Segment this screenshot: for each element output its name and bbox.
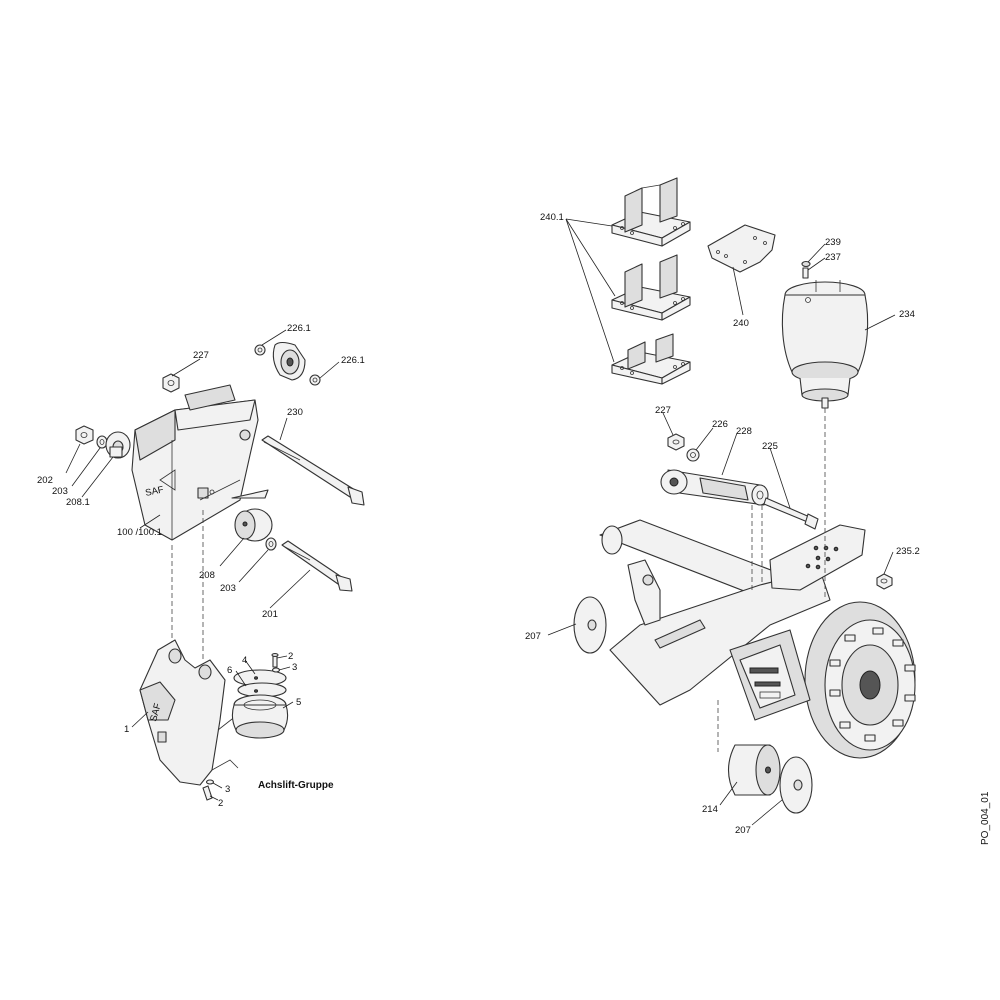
part-226-washer bbox=[686, 448, 700, 462]
part-100-hanger-bracket bbox=[131, 384, 259, 541]
part-208-1-eccentric-washer bbox=[105, 431, 131, 459]
callout-226-1-top: 226.1 bbox=[287, 323, 311, 334]
callout-235-2: 235.2 bbox=[896, 546, 920, 557]
leaders-right bbox=[547, 218, 896, 826]
callout-2-bottom: 2 bbox=[218, 798, 223, 809]
part-225-bolt bbox=[763, 497, 819, 530]
callout-100-100-1: 100 /100.1 bbox=[117, 527, 162, 538]
callout-240: 240 bbox=[733, 318, 749, 329]
part-axle-arm-assembly bbox=[599, 519, 916, 759]
part-235-2-nut bbox=[876, 573, 893, 590]
part-201-bolt bbox=[281, 540, 353, 592]
callout-208: 208 bbox=[199, 570, 215, 581]
callout-201: 201 bbox=[262, 609, 278, 620]
callout-203-top: 203 bbox=[52, 486, 68, 497]
callout-202: 202 bbox=[37, 475, 53, 486]
part-2-bolt-bottom bbox=[202, 785, 213, 801]
callout-6: 6 bbox=[227, 665, 232, 676]
callout-3-top: 3 bbox=[292, 662, 297, 673]
part-234-air-spring bbox=[781, 280, 869, 409]
part-237-bolt bbox=[802, 267, 809, 279]
part-1-lift-bracket bbox=[139, 639, 251, 786]
part-226-1-bushing bbox=[254, 341, 321, 386]
part-240-1-bracket-middle bbox=[611, 254, 691, 321]
part-240-plate bbox=[707, 224, 776, 273]
lift-bracket-logo: SAF bbox=[148, 702, 163, 723]
part-227-nut-left bbox=[162, 373, 180, 393]
part-5-lift-bellow bbox=[231, 694, 289, 739]
group-label: Achslift-Gruppe bbox=[258, 780, 334, 791]
part-208-eccentric-disc bbox=[231, 489, 273, 542]
bracket-logo: SAF bbox=[144, 484, 165, 499]
part-3-washer-bottom bbox=[205, 779, 215, 785]
callout-3-bottom: 3 bbox=[225, 784, 230, 795]
callout-225: 225 bbox=[762, 441, 778, 452]
callout-2-top: 2 bbox=[288, 651, 293, 662]
callout-239: 239 bbox=[825, 237, 841, 248]
callout-230: 230 bbox=[287, 407, 303, 418]
callout-227-left: 227 bbox=[193, 350, 209, 361]
part-240-1-bracket-bottom bbox=[611, 333, 691, 385]
callout-228: 228 bbox=[736, 426, 752, 437]
callout-labels: 240.1 240 239 237 234 227 226 228 225 23… bbox=[37, 212, 920, 836]
part-202-nut bbox=[75, 425, 94, 445]
part-230-bolt bbox=[261, 435, 365, 506]
callout-203-bottom: 203 bbox=[220, 583, 236, 594]
callout-5: 5 bbox=[296, 697, 301, 708]
part-3-washer-top bbox=[271, 667, 281, 673]
part-228-shock-absorber bbox=[660, 469, 769, 506]
callout-1: 1 bbox=[124, 724, 129, 735]
part-207-disc-left bbox=[573, 596, 607, 654]
callout-234: 234 bbox=[899, 309, 915, 320]
part-240-1-bracket-top bbox=[611, 177, 691, 247]
part-207-disc-right bbox=[779, 756, 813, 814]
callout-214: 214 bbox=[702, 804, 718, 815]
drawing-id: PO_004_01 bbox=[980, 791, 991, 845]
part-2-bolt-top bbox=[271, 652, 279, 668]
callout-207-left: 207 bbox=[525, 631, 541, 642]
part-227-nut-right bbox=[667, 433, 685, 451]
callout-207-right: 207 bbox=[735, 825, 751, 836]
leaders-left bbox=[65, 329, 340, 801]
part-203-washer-bottom bbox=[265, 537, 277, 551]
callout-226: 226 bbox=[712, 419, 728, 430]
part-239-nut bbox=[801, 260, 811, 268]
callout-240-1: 240.1 bbox=[540, 212, 564, 223]
callout-226-1-right: 226.1 bbox=[341, 355, 365, 366]
part-214-bushing bbox=[727, 744, 781, 796]
callout-237: 237 bbox=[825, 252, 841, 263]
callout-4: 4 bbox=[242, 655, 247, 666]
callout-208-1: 208.1 bbox=[66, 497, 90, 508]
callout-227-right: 227 bbox=[655, 405, 671, 416]
